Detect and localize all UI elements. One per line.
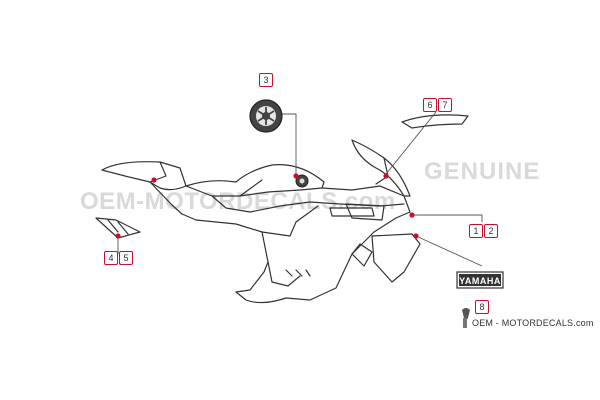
part-label-4: 4 <box>104 251 118 265</box>
brand-logo-icon <box>462 308 470 328</box>
tuning-fork-emblem <box>249 99 283 133</box>
leader-12 <box>412 214 483 222</box>
front-fairing <box>351 139 411 197</box>
lower-side-panel <box>371 233 421 283</box>
part-label-5: 5 <box>119 251 133 265</box>
part-label-3: 3 <box>259 73 273 87</box>
watermark-genuine: GENUINE <box>424 158 541 185</box>
part-label-7: 7 <box>438 98 452 112</box>
leader-8 <box>415 235 483 267</box>
side-badge <box>329 207 375 217</box>
leader-3 <box>282 113 297 176</box>
brand-footer: OEM - MOTORDECALS.com <box>472 318 594 328</box>
seat-tank <box>185 164 325 197</box>
tail-section <box>101 161 187 191</box>
tail-decal-shape <box>95 217 141 239</box>
windscreen-strip <box>401 114 469 129</box>
part-label-8: 8 <box>475 300 489 314</box>
part-label-6: 6 <box>423 98 437 112</box>
side-fairing <box>181 185 411 304</box>
part-label-2: 2 <box>484 224 498 238</box>
leader-67 <box>385 111 437 175</box>
part-label-1: 1 <box>469 224 483 238</box>
yamaha-decal-text: YAMAHA <box>459 276 501 286</box>
tank-emblem <box>295 174 309 188</box>
yamaha-decal: YAMAHA <box>456 271 504 289</box>
part-markers <box>115 173 419 239</box>
